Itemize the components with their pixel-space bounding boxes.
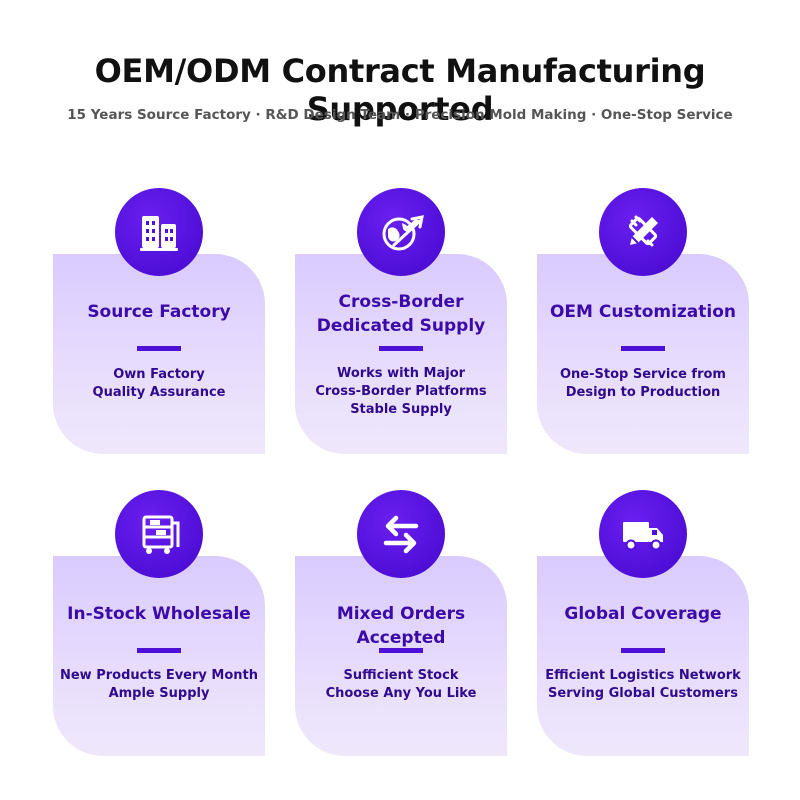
pencil-ruler-icon: [599, 188, 687, 276]
card-title: Cross-Border: [338, 292, 464, 312]
card-divider: [621, 346, 665, 351]
card-title: Mixed Orders Accepted: [336, 604, 466, 648]
page-subtitle: 15 Years Source Factory · R&D Design Tea…: [67, 107, 733, 123]
factory-building-icon: [115, 188, 203, 276]
card-description-line: Design to Production: [565, 385, 721, 400]
card-description-line: Works with Major: [336, 366, 466, 381]
delivery-truck-icon: [599, 490, 687, 578]
feature-card-in-stock-wholesale: In-Stock Wholesale New Products Every Mo…: [53, 490, 265, 756]
card-divider: [137, 346, 181, 351]
globe-airplane-icon: [357, 188, 445, 276]
card-description-line: Serving Global Customers: [548, 686, 738, 701]
card-title: Source Factory: [87, 302, 231, 322]
page-title: OEM/ODM Contract Manufacturing Supported: [94, 52, 706, 128]
card-description-line: Efficient Logistics Network: [545, 668, 741, 683]
card-title: Dedicated Supply: [316, 316, 486, 336]
swap-arrows-icon: [357, 490, 445, 578]
card-description-line: Choose Any You Like: [325, 686, 477, 701]
card-description-line: Ample Supply: [108, 686, 210, 701]
feature-card-cross-border: Cross-Border Dedicated Supply Works with…: [295, 188, 507, 454]
warehouse-shelf-cart-icon: [115, 490, 203, 578]
card-title: In-Stock Wholesale: [67, 604, 251, 624]
card-description-line: Sufficient Stock: [343, 668, 459, 683]
card-description-line: New Products Every Month: [59, 668, 259, 683]
card-description-line: One-Stop Service from: [560, 367, 726, 382]
card-title: OEM Customization: [549, 302, 737, 322]
feature-card-mixed-orders: Mixed Orders Accepted Sufficient Stock C…: [295, 490, 507, 756]
card-divider: [621, 648, 665, 653]
feature-card-oem-customization: OEM Customization One-Stop Service from …: [537, 188, 749, 454]
feature-card-global-coverage: Global Coverage Efficient Logistics Netw…: [537, 490, 749, 756]
card-divider: [137, 648, 181, 653]
card-description-line: Own Factory: [113, 367, 205, 382]
card-divider: [379, 648, 423, 653]
card-description-line: Quality Assurance: [92, 385, 226, 400]
feature-card-source-factory: Source Factory Own Factory Quality Assur…: [53, 188, 265, 454]
card-description-line: Cross-Border Platforms: [315, 384, 487, 399]
card-description-line: Stable Supply: [350, 402, 452, 417]
card-divider: [379, 346, 423, 351]
card-title: Global Coverage: [564, 604, 722, 624]
